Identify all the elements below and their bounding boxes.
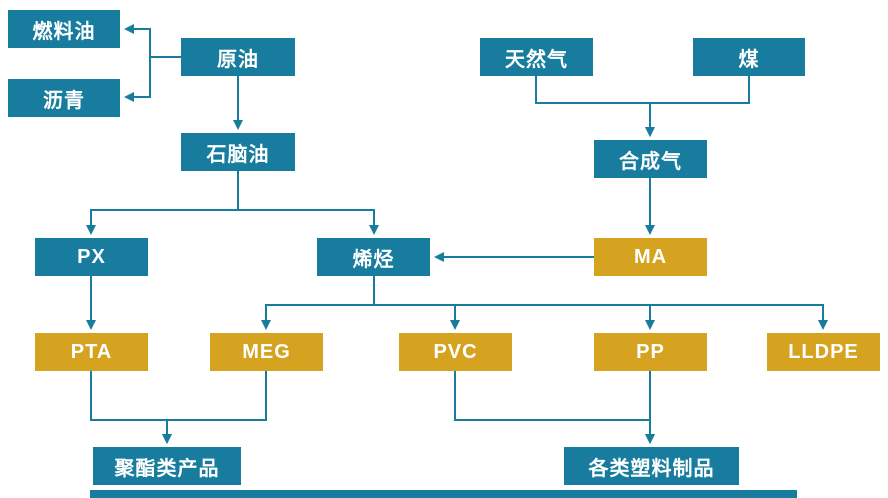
edge-crude-oil-to-asphalt: [124, 56, 181, 102]
edge-naphtha-to-olefins: [237, 171, 379, 235]
node-px: PX: [35, 238, 148, 276]
edge-olefins-to-pvc: [373, 276, 460, 330]
edge-crude-oil-to-fuel-oil: [124, 24, 181, 58]
node-meg: MEG: [210, 333, 323, 371]
node-pvc: PVC: [399, 333, 512, 371]
node-natural-gas: 天然气: [480, 38, 593, 76]
node-pp: PP: [594, 333, 707, 371]
node-syngas: 合成气: [594, 140, 707, 178]
edge-olefins-to-pp: [373, 276, 655, 330]
node-asphalt: 沥青: [8, 79, 120, 117]
node-ma: MA: [594, 238, 707, 276]
edge-naphtha-to-px: [86, 171, 239, 235]
edge-pvc-to-plastic-products: [454, 371, 655, 444]
node-plastic-products: 各类塑料制品: [564, 447, 739, 485]
node-pta: PTA: [35, 333, 148, 371]
node-lldpe: LLDPE: [767, 333, 880, 371]
edge-coal-to-syngas: [645, 76, 750, 137]
node-polyester-products: 聚酯类产品: [93, 447, 241, 485]
edge-olefins-to-meg: [261, 276, 375, 330]
node-naphtha: 石脑油: [181, 133, 295, 171]
node-fuel-oil: 燃料油: [8, 10, 120, 48]
edge-pta-to-polyester-products: [90, 371, 172, 444]
node-olefins: 烯烃: [317, 238, 430, 276]
edge-meg-to-polyester-products: [162, 371, 267, 444]
edge-olefins-to-lldpe: [373, 276, 828, 330]
node-crude-oil: 原油: [181, 38, 295, 76]
bottom-bar: [90, 490, 797, 498]
node-coal: 煤: [693, 38, 805, 76]
edge-natural-gas-to-syngas: [535, 76, 655, 137]
